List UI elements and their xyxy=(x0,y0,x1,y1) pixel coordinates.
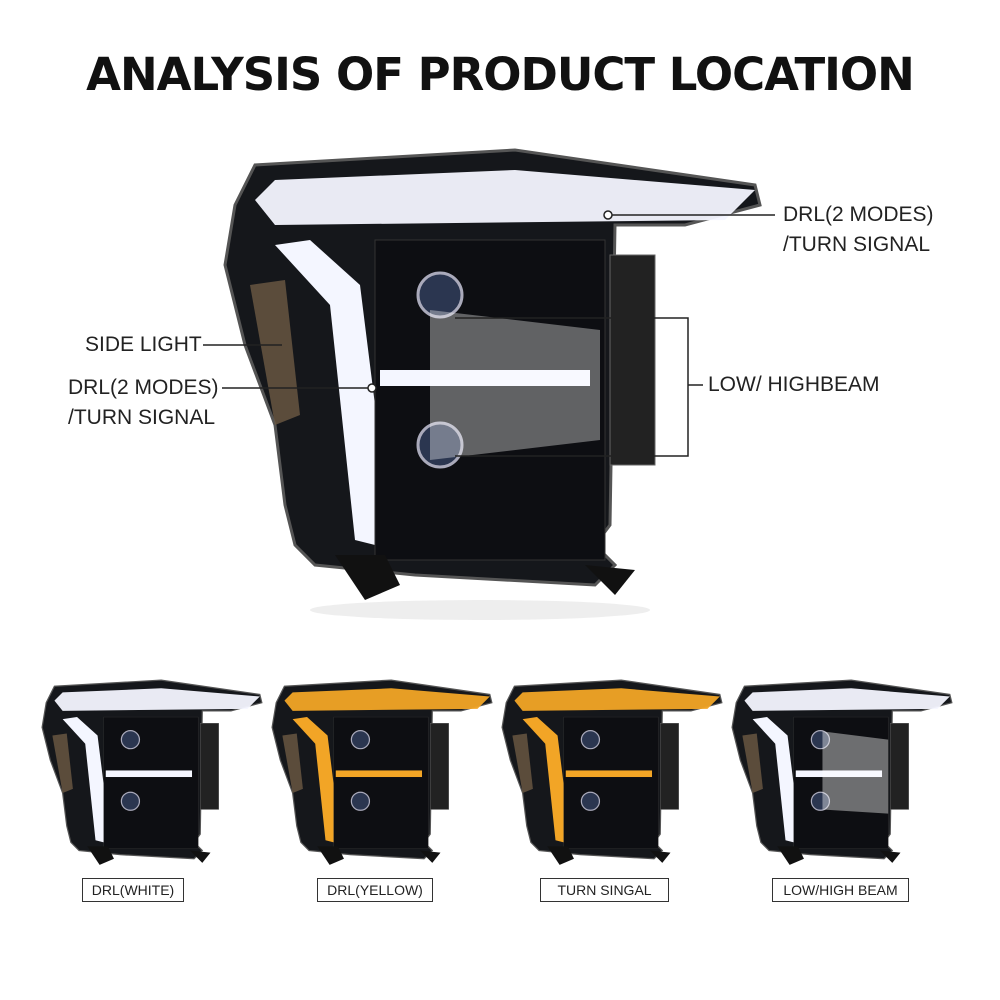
beam-glow xyxy=(430,310,600,460)
callout-dot-drl-left xyxy=(367,383,377,393)
caption-drl-white: DRL(WHITE) xyxy=(82,878,184,902)
callout-drl-top-line2: /TURN SIGNAL xyxy=(783,233,931,256)
thumb-turn-signal xyxy=(498,675,728,870)
callout-drl-top: DRL(2 MODES) /TURN SIGNAL xyxy=(783,200,934,260)
thumb-low-high-beam xyxy=(728,675,958,870)
page-title: ANALYSIS OF PRODUCT LOCATION xyxy=(86,48,915,101)
callout-drl-left: DRL(2 MODES) /TURN SIGNAL xyxy=(68,373,219,433)
callout-bracket-low-high xyxy=(455,317,703,457)
caption-drl-yellow: DRL(YELLOW) xyxy=(317,878,433,902)
callout-drl-top-line1: DRL(2 MODES) xyxy=(783,203,934,226)
thumb-drl-white xyxy=(38,675,268,870)
reflection xyxy=(310,600,650,620)
callout-drl-left-line2: /TURN SIGNAL xyxy=(68,406,216,429)
callout-low-high: LOW/ HIGHBEAM xyxy=(708,373,880,396)
callout-drl-left-line1: DRL(2 MODES) xyxy=(68,376,219,399)
thumb-drl-yellow xyxy=(268,675,498,870)
callout-side-light: SIDE LIGHT xyxy=(85,333,202,356)
caption-low-high-beam: LOW/HIGH BEAM xyxy=(772,878,909,902)
callout-dot-drl-top xyxy=(603,210,613,220)
caption-turn-signal: TURN SINGAL xyxy=(540,878,669,902)
